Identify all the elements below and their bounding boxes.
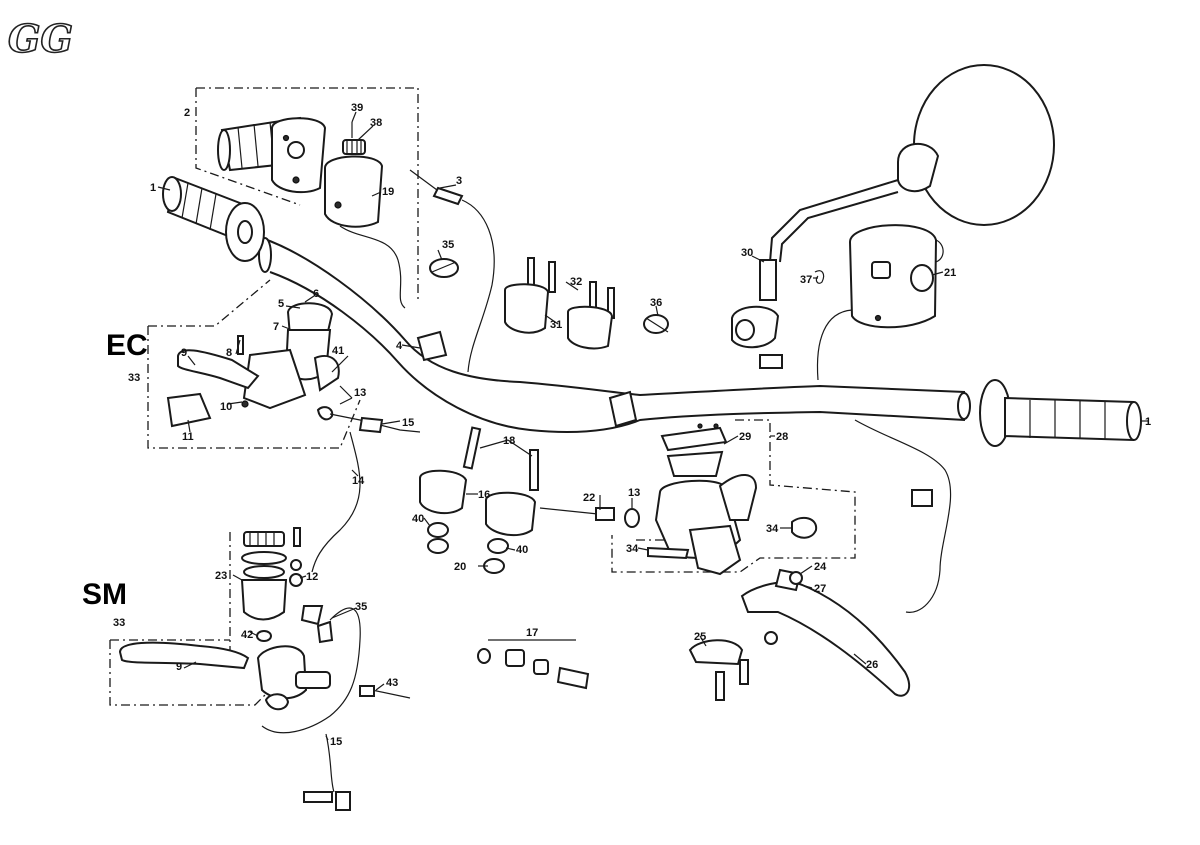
callout-33-ec: 33: [128, 372, 140, 384]
callout-36: 36: [650, 297, 662, 309]
callout-15-sm: 15: [330, 736, 342, 748]
callout-16: 16: [478, 489, 490, 501]
callout-42: 42: [241, 629, 253, 641]
callout-11: 11: [182, 431, 194, 443]
callout-35-top: 35: [442, 239, 454, 251]
callout-17: 17: [526, 627, 538, 639]
callout-9-ec: 9: [181, 347, 187, 359]
callout-43: 43: [386, 677, 398, 689]
left-grip: [162, 176, 265, 262]
callout-14: 14: [352, 475, 365, 487]
variant-label-ec: EC: [106, 329, 148, 362]
mirror-30: [731, 64, 1055, 369]
callout-18: 18: [503, 435, 515, 447]
callout-33-sm: 33: [113, 617, 125, 629]
callout-32: 32: [570, 276, 582, 288]
callout-15-ec: 15: [402, 417, 414, 429]
callout-1-right: 1: [1145, 416, 1151, 428]
callout-6: 6: [313, 288, 319, 300]
callout-9-sm: 9: [176, 661, 182, 673]
clamp-set-16: [419, 426, 539, 574]
leader-lines: [157, 111, 1148, 741]
callout-4: 4: [396, 340, 403, 352]
brand-logo: GG: [8, 16, 73, 61]
callout-3: 3: [456, 175, 462, 187]
callout-39: 39: [351, 102, 363, 114]
callout-24: 24: [814, 561, 827, 573]
spring-37: [814, 270, 825, 284]
bracket-25: [688, 631, 778, 701]
bar-clamps-32: [567, 281, 615, 350]
callout-8: 8: [226, 347, 232, 359]
callout-40-a: 40: [412, 513, 424, 525]
group-outlines: [109, 87, 856, 706]
callout-1-left: 1: [150, 182, 156, 194]
rh-master-cylinder-28: [647, 423, 818, 576]
right-grip: [979, 379, 1142, 447]
callout-38: 38: [370, 117, 382, 129]
callout-2: 2: [184, 107, 190, 119]
callout-34-b: 34: [626, 543, 639, 555]
callout-21: 21: [944, 267, 956, 279]
callout-23: 23: [215, 570, 227, 582]
callout-41: 41: [332, 345, 344, 357]
callout-31: 31: [550, 319, 562, 331]
throttle-housing-19: [324, 155, 406, 309]
sm-master-cylinder: [118, 605, 411, 811]
callout-13-ec: 13: [354, 387, 366, 399]
callout-labels: 1 1 2 3 4 5 6 7 8 9 9 10 11 12 13 13 14 …: [113, 102, 1151, 748]
callout-25: 25: [694, 631, 706, 643]
fitting-set-17: [477, 639, 590, 690]
screw-spring-38-39: [342, 122, 366, 155]
callout-26: 26: [866, 659, 878, 671]
callout-22: 22: [583, 492, 595, 504]
banjo-bolt-22: [539, 507, 640, 528]
callout-13-right: 13: [628, 487, 640, 499]
callout-34-a: 34: [766, 523, 779, 535]
switch-housing-21: [816, 224, 952, 613]
callout-5: 5: [278, 298, 284, 310]
brake-lever-26: [740, 568, 911, 697]
callout-20: 20: [454, 561, 466, 573]
callout-19: 19: [382, 186, 394, 198]
variant-label-sm: SM: [82, 578, 127, 611]
callout-30: 30: [741, 247, 753, 259]
callout-10: 10: [220, 401, 232, 413]
ec-master-cylinder: [166, 302, 421, 573]
bar-clamps-31: [504, 257, 556, 334]
callout-40-b: 40: [516, 544, 528, 556]
callout-35-sm: 35: [355, 601, 367, 613]
cable-clip-36: [643, 314, 669, 334]
throttle-assembly: [217, 116, 327, 194]
callout-37: 37: [800, 274, 812, 286]
callout-7: 7: [273, 321, 279, 333]
callout-29: 29: [739, 431, 751, 443]
callout-12: 12: [306, 571, 318, 583]
sm-reservoir-23: [240, 527, 303, 621]
cable-clip-35: [429, 258, 459, 278]
throttle-cable-3: [409, 169, 495, 373]
callout-28: 28: [776, 431, 788, 443]
callout-27: 27: [814, 583, 826, 595]
